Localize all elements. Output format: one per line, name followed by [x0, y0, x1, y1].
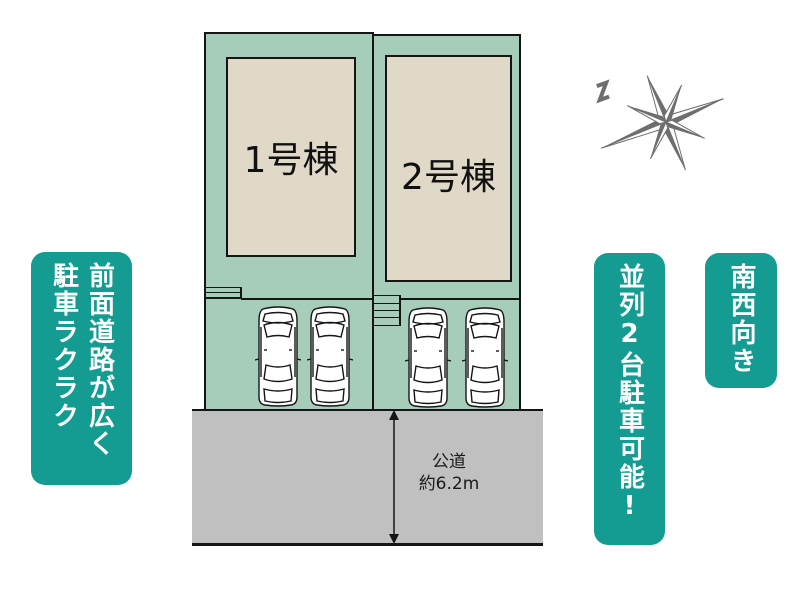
compass-rose-icon — [583, 70, 733, 189]
building-2-label: 2号棟 — [401, 156, 496, 198]
orientation-badge-text: 南西向き — [726, 263, 756, 375]
public-road — [192, 410, 543, 544]
road-bottom-edge — [192, 543, 543, 546]
parking-badge: 並列2台駐車可能! — [594, 253, 665, 545]
parking-badge-text: 並列2台駐車可能! — [614, 263, 645, 523]
road-width-label: 公道 約6.2m — [404, 451, 494, 495]
lot-2-steps — [373, 295, 401, 326]
car-icon — [307, 305, 353, 407]
road-width-value: 約6.2m — [418, 474, 480, 494]
road-top-edge — [192, 409, 543, 411]
road-type-label: 公道 — [432, 452, 466, 472]
front-road-badge: 前面道路が広く 駐車ラクラク — [31, 252, 132, 485]
orientation-badge: 南西向き — [705, 253, 777, 388]
building-2: 2号棟 — [385, 55, 512, 282]
car-icon — [462, 306, 508, 408]
lot-1-steps — [205, 287, 242, 299]
car-icon — [405, 306, 451, 408]
front-road-badge-line1: 前面道路が広く — [84, 262, 115, 458]
front-road-badge-line2: 駐車ラクラク — [48, 262, 79, 430]
road-width-arrow-icon — [387, 410, 401, 548]
car-icon — [255, 305, 301, 407]
lot-2-parking-boundary — [400, 298, 520, 300]
lot-1-parking-boundary — [241, 298, 373, 300]
building-1-label: 1号棟 — [243, 140, 339, 181]
building-1: 1号棟 — [226, 57, 356, 257]
